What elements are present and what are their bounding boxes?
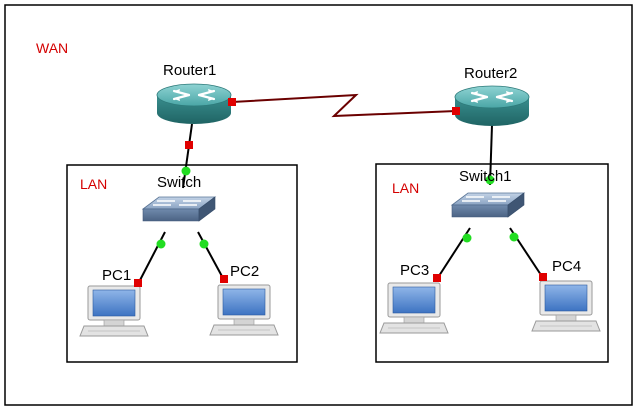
pc2-pc-icon[interactable] xyxy=(209,284,279,336)
pc1-pc-icon[interactable] xyxy=(79,285,149,337)
router1-router-icon[interactable] xyxy=(155,82,233,126)
port-pc2 xyxy=(220,275,228,283)
link-router2-switch1[interactable] xyxy=(489,124,493,186)
pc2-label: PC2 xyxy=(230,263,260,280)
port-switch-pc1 xyxy=(156,239,166,249)
pc4-label: PC4 xyxy=(552,258,582,275)
switch-right-switch-icon[interactable] xyxy=(451,192,525,218)
switch-right-label: Switch1 xyxy=(459,168,512,185)
lan-left-label: LAN xyxy=(80,176,108,192)
pc1-label: PC1 xyxy=(102,267,132,284)
link-switch-pc2[interactable] xyxy=(197,231,225,281)
pc3-pc-icon[interactable] xyxy=(379,282,449,334)
port-switch1-pc4 xyxy=(509,232,519,242)
port-router2-serial xyxy=(452,107,460,115)
router1-label: Router1 xyxy=(163,62,217,79)
router2-label: Router2 xyxy=(464,65,518,82)
router2-router-icon[interactable] xyxy=(453,84,531,128)
port-router1-lan xyxy=(185,141,193,149)
lan-left-boundary xyxy=(66,164,298,363)
port-switch-pc2 xyxy=(199,239,209,249)
port-router1-serial xyxy=(228,98,236,106)
wan-label: WAN xyxy=(36,40,69,56)
port-pc3 xyxy=(433,274,441,282)
port-switch1-uplink xyxy=(485,175,495,185)
port-switch-uplink xyxy=(181,166,191,176)
lan-right-boundary xyxy=(375,163,609,363)
pc3-label: PC3 xyxy=(400,262,430,279)
port-indicators xyxy=(134,98,547,287)
switch-left-switch-icon[interactable] xyxy=(142,196,216,222)
lan-right-label: LAN xyxy=(392,180,420,196)
serial-link-router1-router2[interactable] xyxy=(231,93,457,118)
link-router1-switch[interactable] xyxy=(182,123,193,189)
port-pc4 xyxy=(539,273,547,281)
switch-left-label: Switch xyxy=(157,174,202,191)
wan-boundary xyxy=(4,4,633,406)
port-switch1-pc3 xyxy=(462,233,472,243)
port-pc1 xyxy=(134,279,142,287)
pc4-pc-icon[interactable] xyxy=(531,280,601,332)
